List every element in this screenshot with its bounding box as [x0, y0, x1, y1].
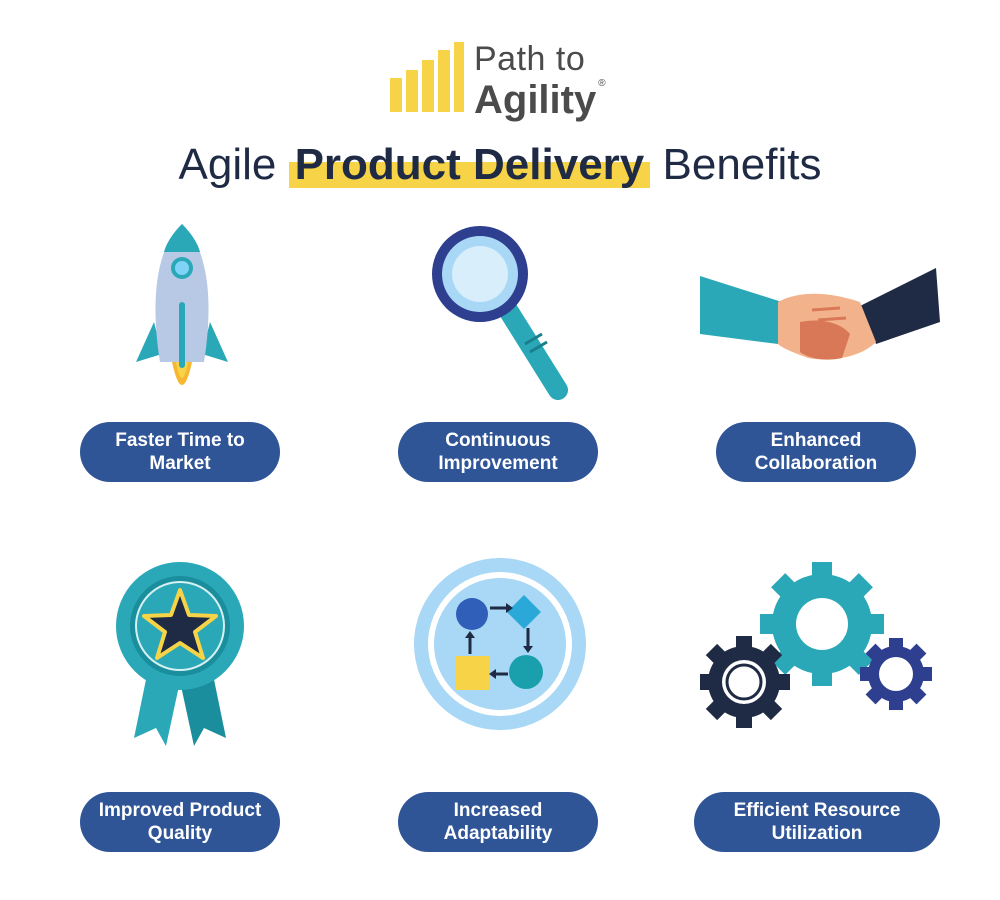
rocket-icon	[136, 224, 228, 385]
benefit-improved-product-quality: Improved Product Quality	[80, 792, 280, 852]
logo-text-line1: Path to	[474, 40, 586, 78]
benefit-enhanced-collaboration: Enhanced Collaboration	[716, 422, 916, 482]
logo-text-agility: Agility	[474, 78, 597, 122]
magnifying-glass-icon	[432, 226, 568, 400]
gears-icon	[700, 562, 932, 728]
brand-logo: Path to Agility®	[388, 40, 618, 123]
benefit-continuous-improvement: Continuous Improvement	[398, 422, 598, 482]
title-highlight: Product Delivery	[288, 140, 651, 190]
bar-chart-logo-icon	[390, 42, 464, 112]
title-prefix: Agile	[178, 140, 277, 189]
handshake-icon	[700, 268, 940, 360]
benefit-increased-adaptability: Increased Adaptability	[398, 792, 598, 852]
award-ribbon-icon	[116, 562, 244, 746]
title-suffix: Benefits	[662, 140, 822, 189]
registered-mark: ®	[598, 78, 606, 89]
benefit-efficient-resource-utilization: Efficient Resource Utilization	[694, 792, 940, 852]
process-cycle-icon	[414, 558, 586, 730]
page-title: Agile Product Delivery Benefits	[0, 140, 1000, 190]
logo-text-line2: Agility®	[474, 78, 606, 123]
benefit-faster-time-to-market: Faster Time to Market	[80, 422, 280, 482]
